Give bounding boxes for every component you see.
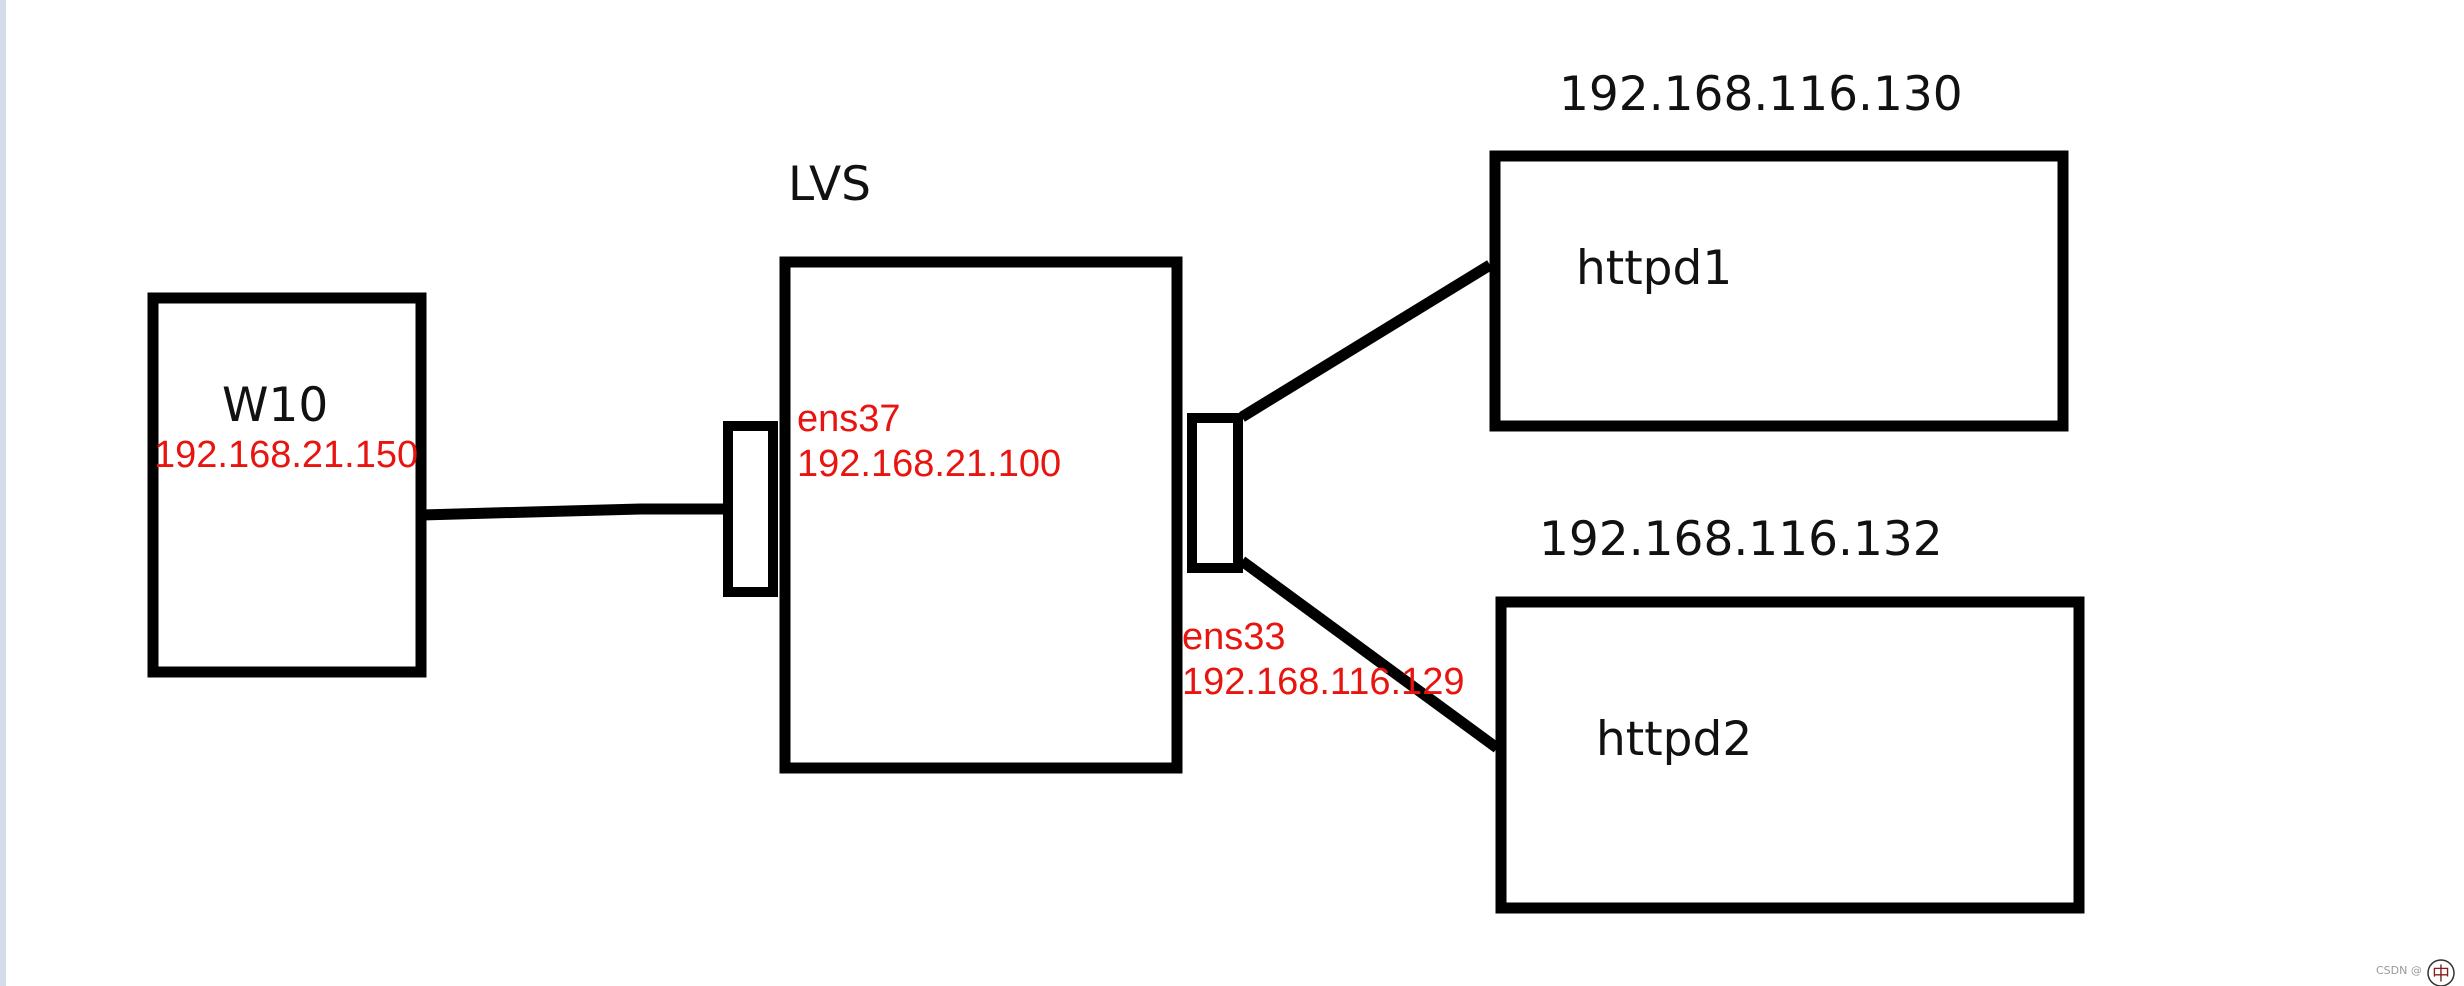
lvs-port-ens33 — [1187, 413, 1243, 573]
w10-client-box — [147, 292, 427, 678]
lvs-server-box — [779, 256, 1183, 774]
httpd2-ip-label: 192.168.116.132 — [1539, 512, 1943, 567]
ens37-name-label: ens37 — [797, 398, 901, 440]
ens37-ip-label: 192.168.21.100 — [797, 443, 1061, 485]
lvs-label: LVS — [788, 157, 871, 212]
httpd1-server-box — [1489, 150, 2069, 432]
ens33-ip-label: 192.168.116.129 — [1182, 661, 1464, 703]
link-lvs-to-httpd2 — [1238, 556, 1501, 753]
link-lvs-to-httpd1 — [1239, 260, 1493, 422]
ens33-name-label: ens33 — [1182, 616, 1286, 658]
httpd2-label: httpd2 — [1596, 712, 1752, 767]
w10-label: W10 — [222, 378, 328, 433]
left-edge-strip — [0, 0, 6, 986]
csdn-watermark: CSDN @ — [2376, 964, 2422, 977]
w10-ip-label: 192.168.21.150 — [154, 434, 418, 476]
link-w10-to-lvs — [421, 503, 727, 521]
watermark-badge-icon — [2427, 959, 2455, 986]
httpd1-ip-label: 192.168.116.130 — [1559, 67, 1963, 122]
lvs-port-ens37 — [723, 421, 778, 597]
watermark-badge-glyph: 中 — [2432, 964, 2450, 985]
httpd2-server-box — [1495, 596, 2085, 914]
httpd1-label: httpd1 — [1576, 241, 1732, 296]
